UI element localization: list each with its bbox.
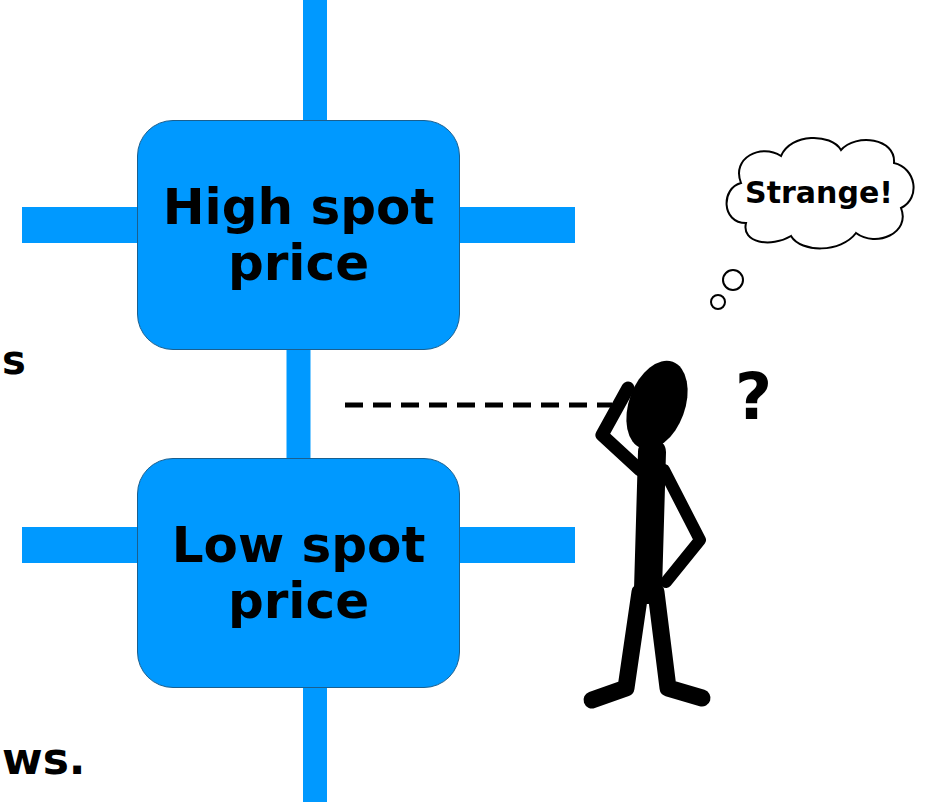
figure-leg <box>592 592 640 700</box>
price-box: High spot price <box>137 120 460 350</box>
grid-bars <box>22 0 575 802</box>
box-title: Low spot price <box>144 517 453 629</box>
vertical-bar <box>303 0 327 140</box>
box-title: High spot price <box>144 179 453 291</box>
thought-cloud: Strange! <box>716 128 922 256</box>
stick-figure <box>592 352 702 700</box>
thought-dot <box>723 270 743 290</box>
question-mark: ? <box>735 362 772 432</box>
dashed-line <box>345 403 612 408</box>
figure-body <box>648 452 652 590</box>
thought-text: Strange! <box>745 176 893 209</box>
connecting-bar <box>287 349 311 459</box>
thought-dot <box>711 295 725 309</box>
figure-arm <box>664 470 700 582</box>
price-box: Low spot price <box>137 458 460 688</box>
figure-leg <box>656 592 702 698</box>
text-fragment: ws. <box>2 735 86 783</box>
cloud-shape <box>727 138 914 248</box>
figure-arm <box>602 388 640 470</box>
text-fragment: s <box>2 338 26 382</box>
